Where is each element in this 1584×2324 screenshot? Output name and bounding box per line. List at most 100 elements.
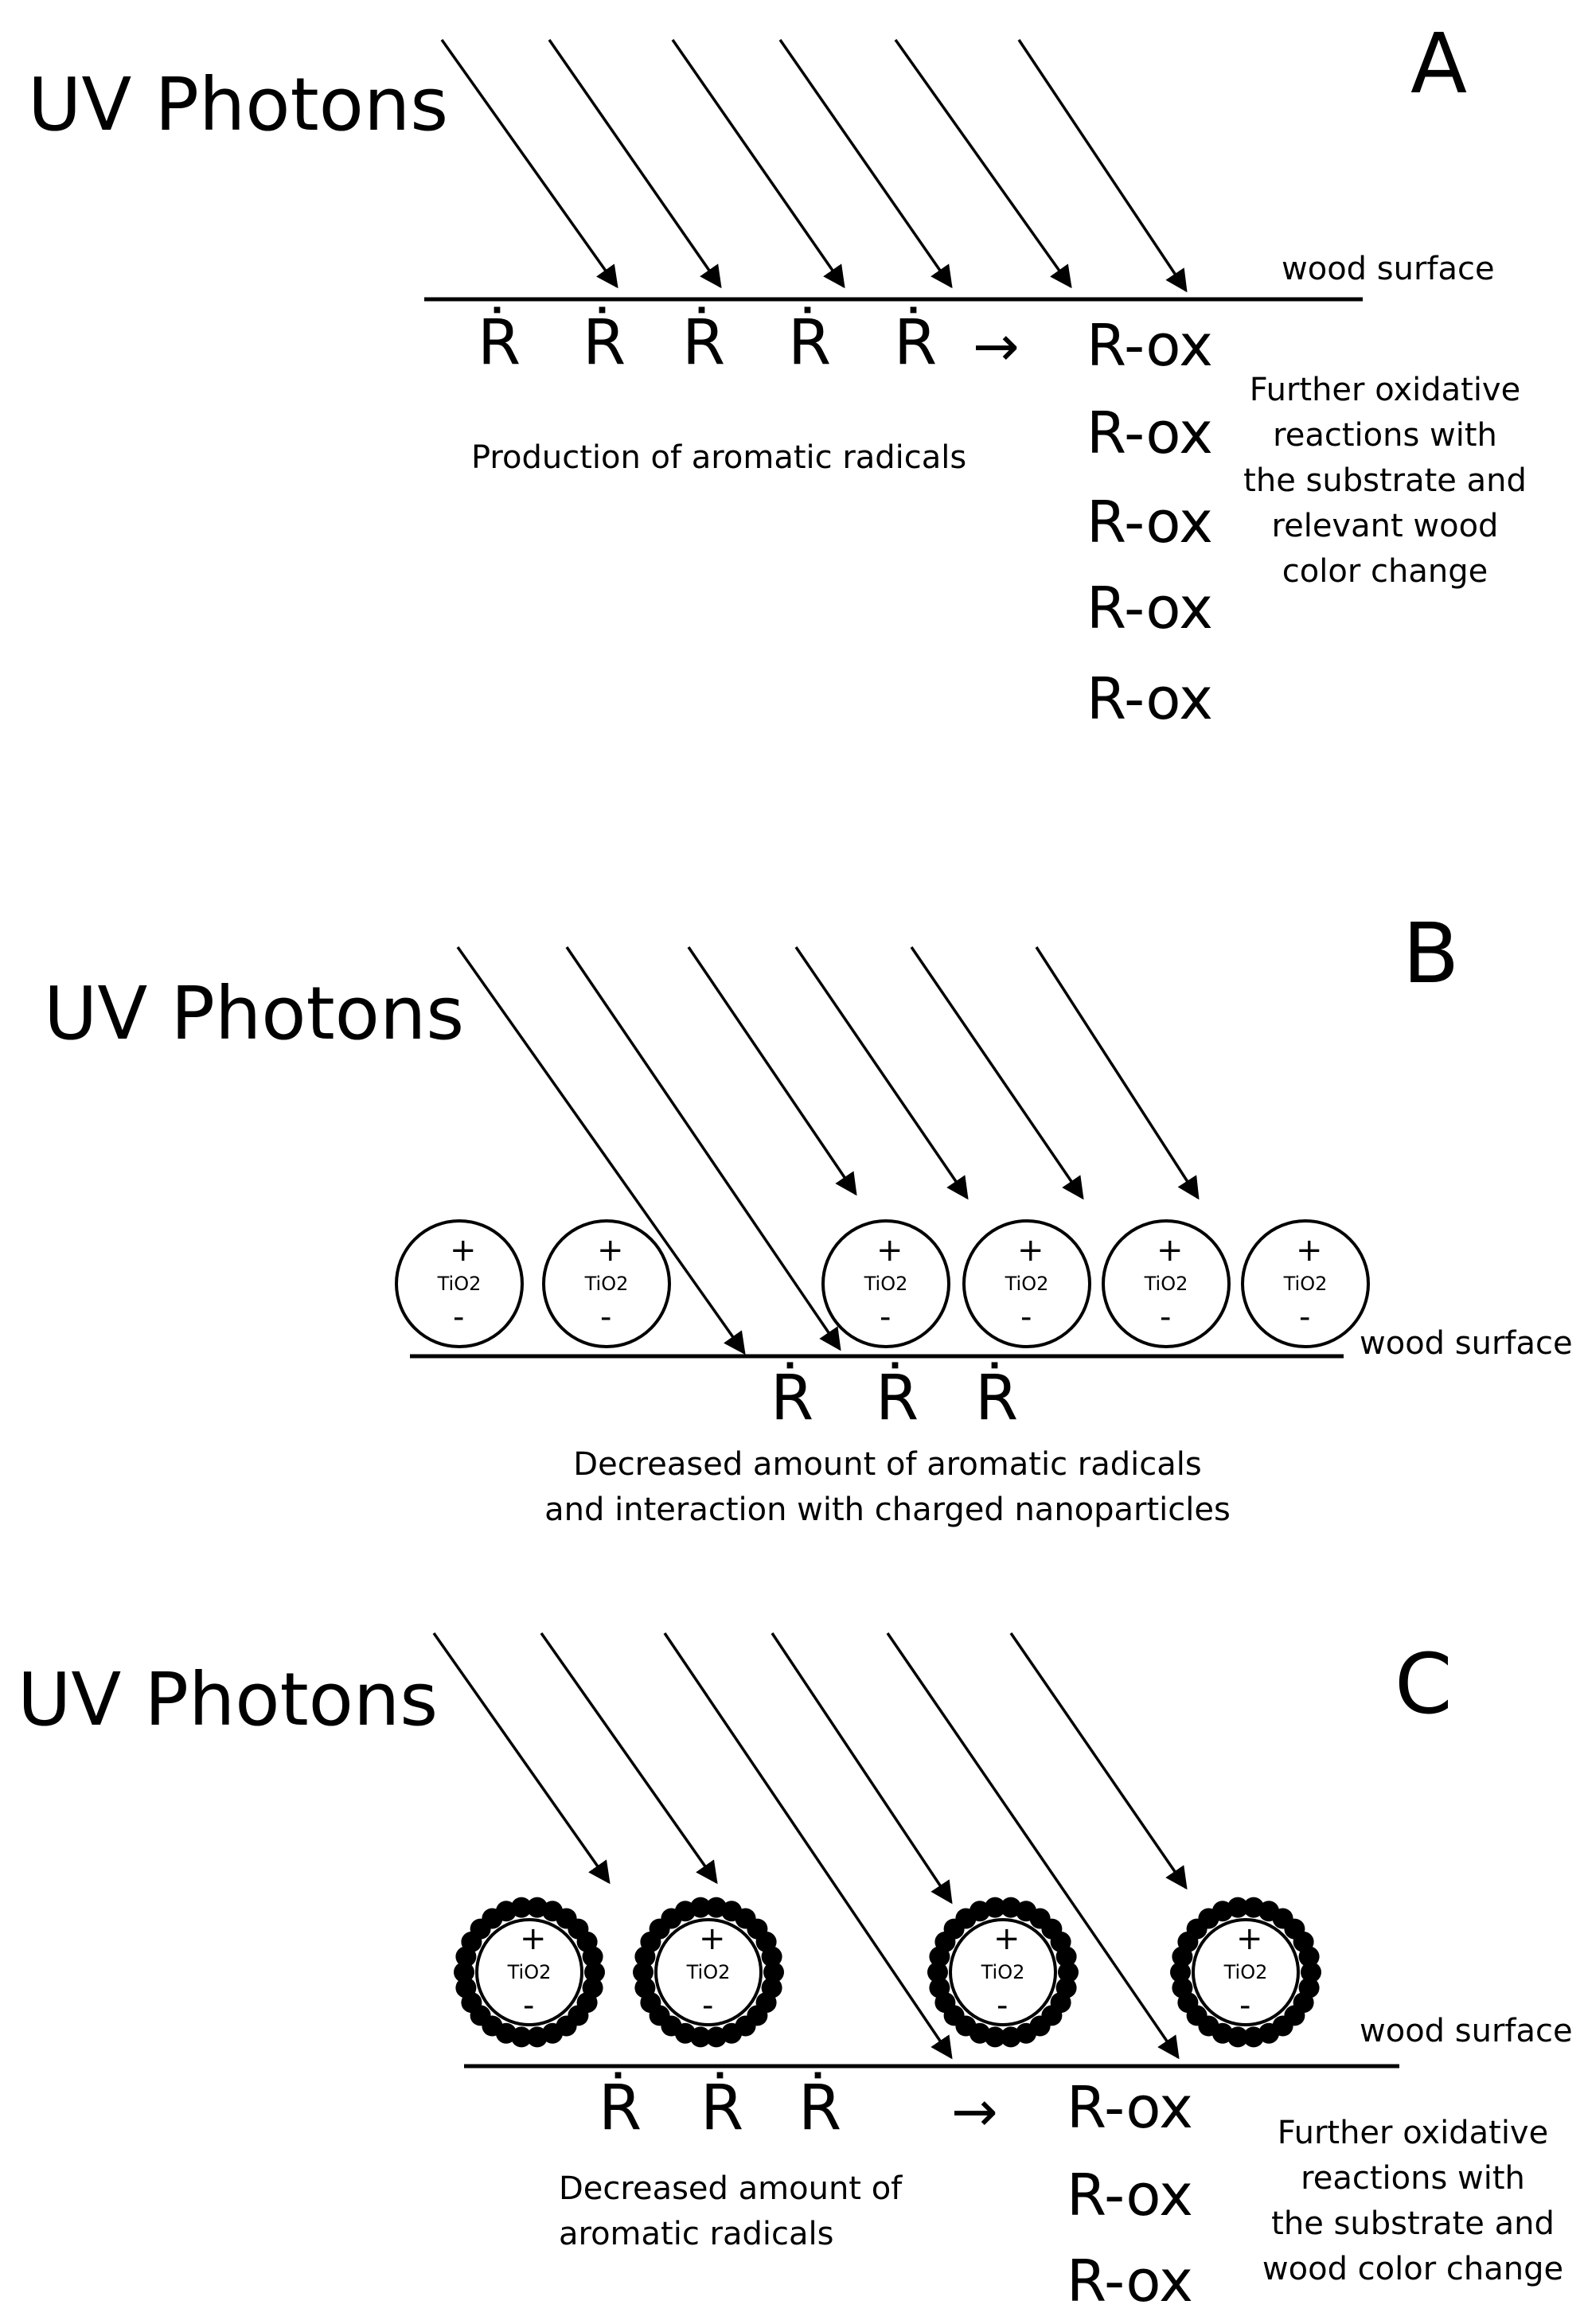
- coating-dot: [763, 1962, 784, 1983]
- particle-plus-charge: +: [1157, 1232, 1184, 1269]
- particle-plus-charge: +: [1236, 1920, 1263, 1957]
- panel-a-radical: Ṙ: [894, 307, 938, 379]
- side-note-line: Further oxidative: [1277, 2115, 1549, 2151]
- particle-plus-charge: +: [450, 1232, 477, 1269]
- side-note-line: wood color change: [1262, 2251, 1564, 2287]
- coating-dot: [511, 1897, 533, 1918]
- side-note-line: reactions with: [1301, 2160, 1525, 2197]
- coating-dot: [705, 2026, 727, 2048]
- panel-a-radical: Ṙ: [682, 307, 726, 379]
- tio2-particle-core: [475, 1918, 583, 2026]
- panel-a-product: R-ox: [1087, 400, 1213, 466]
- tio2-particle-core: [1192, 1918, 1300, 2026]
- panel-b-radical: Ṙ: [975, 1363, 1019, 1434]
- panel-b-radical: Ṙ: [876, 1363, 919, 1434]
- particle-plus-charge: +: [520, 1920, 547, 1957]
- particle-minus-charge: -: [1160, 1299, 1172, 1336]
- particle-minus-charge: -: [600, 1299, 612, 1336]
- panel-a-product: R-ox: [1087, 489, 1213, 556]
- caption-line: aromatic radicals: [559, 2216, 834, 2252]
- panel-a-side-note: Further oxidative reactions with the sub…: [1222, 368, 1548, 595]
- panel-c-uv-photons-label: UV Photons: [18, 1657, 439, 1742]
- panel-b-caption: Decreased amount of aromatic radicals an…: [490, 1442, 1286, 1533]
- particle-minus-charge: -: [997, 1987, 1009, 2024]
- panel-c-surface-label: wood surface: [1360, 2013, 1573, 2049]
- panel-a-photon-arrows: [440, 38, 1188, 293]
- particle-plus-charge: +: [1017, 1232, 1044, 1269]
- particle-plus-charge: +: [876, 1232, 903, 1269]
- panel-b-photon-arrows: [456, 946, 1200, 1355]
- particle-minus-charge: -: [523, 1987, 535, 2024]
- panel-c-radical: Ṙ: [700, 2072, 744, 2144]
- panel-c-letter: C: [1395, 1636, 1453, 1733]
- side-note-line: reactions with: [1273, 417, 1497, 454]
- panel-b-surface-label: wood surface: [1360, 1325, 1573, 1362]
- particle-tio2-label: TiO2: [686, 1961, 731, 1983]
- panel-a-surface-label: wood surface: [1282, 251, 1495, 287]
- panel-a-letter: A: [1410, 15, 1468, 112]
- panel-c-side-note: Further oxidative reactions with the sub…: [1250, 2111, 1576, 2292]
- coating-dot: [634, 1977, 656, 1998]
- particle-minus-charge: -: [1299, 1299, 1311, 1336]
- particle-tio2-label: TiO2: [981, 1961, 1025, 1983]
- coating-dot: [526, 2026, 548, 2048]
- side-note-line: relevant wood: [1271, 508, 1499, 544]
- coating-dot: [1058, 1962, 1079, 1983]
- panel-b-letter: B: [1403, 905, 1460, 1002]
- coating-dot: [690, 1897, 712, 1918]
- panel-c-product: R-ox: [1067, 2074, 1193, 2141]
- coating-dot: [1172, 1977, 1193, 1998]
- panel-a-radical: Ṙ: [583, 307, 626, 379]
- panel-a-radical: Ṙ: [478, 307, 521, 379]
- coating-dot: [1243, 2026, 1264, 2048]
- caption-line: and interaction with charged nanoparticl…: [544, 1491, 1231, 1528]
- particle-minus-charge: -: [702, 1987, 714, 2024]
- coating-dot: [1000, 2026, 1021, 2048]
- particle-plus-charge: +: [993, 1920, 1020, 1957]
- panel-b-nanoparticles: [395, 1219, 1370, 1348]
- panel-a-product: R-ox: [1087, 665, 1213, 732]
- coating-dot: [455, 1977, 477, 1998]
- particle-plus-charge: +: [699, 1920, 726, 1957]
- panel-a-uv-photons-label: UV Photons: [28, 62, 449, 147]
- particle-tio2-label: TiO2: [864, 1273, 908, 1295]
- particle-tio2-label: TiO2: [1144, 1273, 1188, 1295]
- particle-minus-charge: -: [1020, 1299, 1032, 1336]
- side-note-line: the substrate and: [1271, 2205, 1555, 2242]
- tio2-particle-core: [654, 1918, 763, 2026]
- coating-dot: [582, 1946, 603, 1967]
- panel-c-caption: Decreased amount of aromatic radicals: [559, 2166, 902, 2257]
- panel-a-product: R-ox: [1087, 575, 1213, 641]
- particle-tio2-label: TiO2: [1005, 1273, 1049, 1295]
- coating-dot: [1298, 1946, 1320, 1967]
- particle-minus-charge: -: [1239, 1987, 1251, 2024]
- panel-c-photon-arrows: [432, 1632, 1188, 2060]
- coating-dot: [1301, 1962, 1321, 1983]
- coating-dot: [584, 1962, 605, 1983]
- side-note-line: the substrate and: [1243, 462, 1527, 499]
- panel-a-radical: Ṙ: [788, 307, 832, 379]
- panel-a-reaction-arrow: →: [973, 314, 1020, 379]
- coating-dot: [985, 1897, 1006, 1918]
- coating-dot: [929, 1977, 950, 1998]
- coating-dot: [1055, 1946, 1077, 1967]
- caption-line: Decreased amount of aromatic radicals: [573, 1446, 1202, 1483]
- panel-c-radical: Ṙ: [599, 2072, 642, 2144]
- side-note-line: color change: [1282, 553, 1488, 590]
- particle-tio2-label: TiO2: [584, 1273, 629, 1295]
- particle-minus-charge: -: [453, 1299, 465, 1336]
- particle-tio2-label: TiO2: [437, 1273, 482, 1295]
- particle-plus-charge: +: [1296, 1232, 1323, 1269]
- particle-tio2-label: TiO2: [507, 1961, 552, 1983]
- caption-line: Decreased amount of: [559, 2170, 903, 2207]
- panel-b-radical: Ṙ: [771, 1363, 814, 1434]
- particle-tio2-label: TiO2: [1283, 1273, 1328, 1295]
- panel-b-uv-photons-label: UV Photons: [44, 971, 465, 1056]
- coating-dot: [1170, 1962, 1191, 1983]
- coating-dot: [761, 1946, 782, 1967]
- panel-c-product: R-ox: [1067, 2248, 1193, 2314]
- particle-plus-charge: +: [597, 1232, 624, 1269]
- coating-dot: [1227, 1897, 1249, 1918]
- coating-dot: [633, 1962, 653, 1983]
